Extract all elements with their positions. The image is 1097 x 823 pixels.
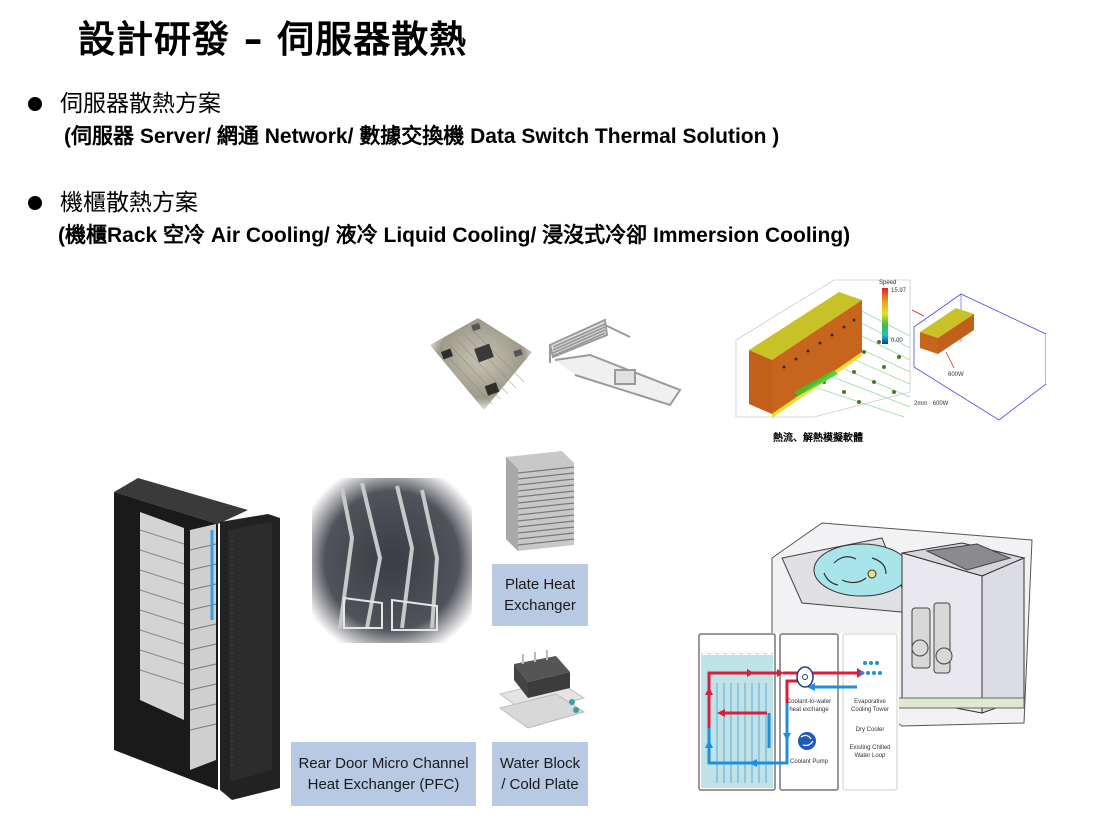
tower-label-2: Cooling Tower xyxy=(851,707,889,713)
label-line: Exchanger xyxy=(504,597,576,614)
svg-text:2mm · 600W: 2mm · 600W xyxy=(914,401,949,407)
bullet-1-detail: (伺服器 Server/ 網通 Network/ 數據交換機 Data Swit… xyxy=(64,125,780,148)
simulation-power-label: 600W xyxy=(948,372,964,378)
rear-door-heat-exchanger-image xyxy=(312,478,472,643)
svg-text:15.97: 15.97 xyxy=(891,288,907,294)
rear-door-heat-exchanger-label: Rear Door Micro Channel Heat Exchanger (… xyxy=(291,742,476,806)
svg-text:Speed: Speed xyxy=(879,280,896,286)
pump-label: Coolant Pump xyxy=(790,759,829,765)
heatsink-plate-image xyxy=(420,300,540,420)
heat-exchange-label-1: Coolant-to-water xyxy=(787,699,831,705)
immersion-cooling-unit-image xyxy=(762,518,1034,733)
slide-title: 設計研發 – 伺服器散熱 xyxy=(78,18,468,61)
bullet-dot-icon xyxy=(28,97,42,111)
label-line: Water Block xyxy=(499,755,581,772)
svg-text:0.00: 0.00 xyxy=(891,338,903,344)
dry-cooler-label: Dry Cooler xyxy=(856,727,885,733)
tower-label-1: Evaporative xyxy=(854,699,886,705)
immersion-loop-diagram: Coolant-to-water heat exchange Coolant P… xyxy=(697,633,899,793)
water-block-label: Water Block / Cold Plate xyxy=(492,742,588,806)
label-line: / Cold Plate xyxy=(501,776,579,793)
water-block-image xyxy=(496,644,588,732)
thermal-simulation-image: Speed 15.97 0.00 2mm · 600W 600W xyxy=(734,272,1047,422)
label-line: Plate Heat xyxy=(504,576,576,593)
bullet-dot-icon xyxy=(28,196,42,210)
chilled-loop-label-2: Water Loop xyxy=(855,753,886,759)
bullet-2-heading: 機櫃散熱方案 xyxy=(60,190,198,216)
bullet-1-heading: 伺服器散熱方案 xyxy=(60,91,221,117)
simulation-caption: 熱流、解熱模擬軟體 xyxy=(773,433,863,444)
chilled-loop-label-1: Existing Chilled xyxy=(849,745,890,751)
heatpipe-module-image xyxy=(545,315,690,420)
bullet-2-detail: (機櫃Rack 空冷 Air Cooling/ 液冷 Liquid Coolin… xyxy=(58,224,851,247)
server-rack-image xyxy=(108,470,288,805)
plate-heat-exchanger-image xyxy=(500,447,580,552)
label-line: Heat Exchanger (PFC) xyxy=(307,776,460,793)
label-line: Rear Door Micro Channel xyxy=(298,755,469,772)
plate-heat-exchanger-label: Plate Heat Exchanger xyxy=(492,564,588,626)
heat-exchange-label-2: heat exchange xyxy=(789,707,829,713)
